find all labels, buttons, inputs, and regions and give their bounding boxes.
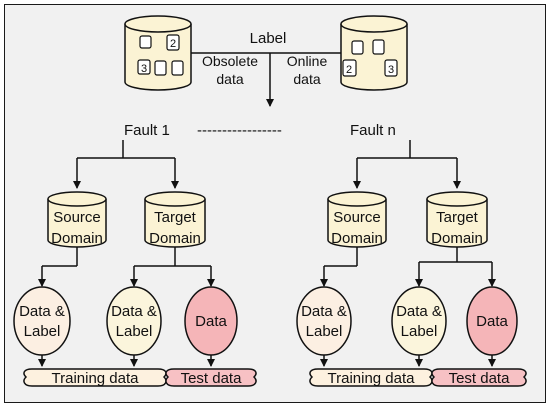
obsolete-db-glyph-label: 3 — [141, 63, 147, 75]
target-domain-label: Domain — [431, 230, 483, 247]
obsolete-db-glyph-label: 2 — [170, 38, 176, 50]
source-leaf-label: Label — [24, 323, 61, 340]
target-leaf-label: Data & — [111, 303, 157, 320]
test-data-banner: Test data — [431, 368, 527, 387]
target-leaf-label: Label — [116, 323, 153, 340]
source-domain-label: Source — [53, 209, 101, 226]
online-db-glyph-label: 3 — [388, 64, 394, 76]
target-leaf-label: Data & — [396, 303, 442, 320]
obsolete-database: 2 3 — [124, 15, 192, 91]
obsolete-data-label: data — [216, 71, 243, 87]
target-domain-label: Domain — [149, 230, 201, 247]
fault-last-label: Fault n — [350, 122, 396, 139]
db-block-icon — [137, 59, 151, 75]
training-banner-label: Training data — [328, 370, 416, 387]
db-block-icon — [166, 34, 180, 51]
test-leaf-label: Data — [476, 313, 508, 330]
label-heading: Label — [250, 30, 287, 47]
db-block-icon — [384, 59, 398, 77]
test-leaf-label: Data — [195, 313, 227, 330]
test-banner-label: Test data — [449, 370, 511, 387]
test-data-node — [184, 286, 238, 356]
obsolete-data-label: Obsolete — [202, 53, 258, 69]
target-leaf-label: Label — [401, 323, 438, 340]
online-db-glyph-label: 2 — [346, 64, 352, 76]
fault-first-label: Fault 1 — [124, 122, 170, 139]
source-leaf-label: Data & — [19, 303, 65, 320]
source-domain-cylinder: Source Domain — [327, 191, 387, 248]
target-data-label-node — [391, 286, 447, 356]
test-data-node — [466, 286, 518, 356]
target-data-label-node — [106, 286, 162, 356]
fault-ellipsis: ----------------- — [197, 122, 282, 139]
online-data-label: Online — [287, 53, 328, 69]
db-block-icon — [351, 40, 364, 55]
db-block-icon — [139, 35, 152, 49]
group-fault-n: Source Domain Target Domain Data & Label… — [296, 191, 527, 387]
source-data-label-node — [296, 286, 352, 356]
source-domain-cylinder: Source Domain — [47, 191, 107, 248]
obsolete-db-glyphs — [137, 34, 184, 76]
group-fault-1: Source Domain Target Domain Data & Label — [13, 191, 257, 387]
source-domain-label: Domain — [51, 230, 103, 247]
db-block-icon — [342, 59, 357, 77]
source-leaf-label: Label — [306, 323, 343, 340]
online-data-label: data — [293, 71, 320, 87]
target-domain-cylinder: Target Domain — [144, 191, 206, 248]
online-db-glyphs — [342, 39, 398, 77]
target-domain-label: Target — [436, 209, 479, 226]
source-domain-label: Domain — [331, 230, 383, 247]
test-data-banner: Test data — [165, 368, 257, 387]
db-block-icon — [154, 60, 167, 76]
db-block-icon — [372, 39, 385, 55]
training-data-banner: Training data — [23, 368, 167, 387]
fault-connectors — [73, 140, 461, 189]
training-data-banner: Training data — [309, 368, 433, 387]
source-domain-label: Source — [333, 209, 381, 226]
online-database: 2 3 — [340, 15, 408, 91]
target-domain-cylinder: Target Domain — [426, 191, 488, 248]
training-banner-label: Training data — [52, 370, 140, 387]
target-domain-label: Target — [154, 209, 197, 226]
db-block-icon — [171, 60, 184, 76]
source-data-label-node — [13, 286, 71, 356]
source-leaf-label: Data & — [301, 303, 347, 320]
test-banner-label: Test data — [181, 370, 243, 387]
